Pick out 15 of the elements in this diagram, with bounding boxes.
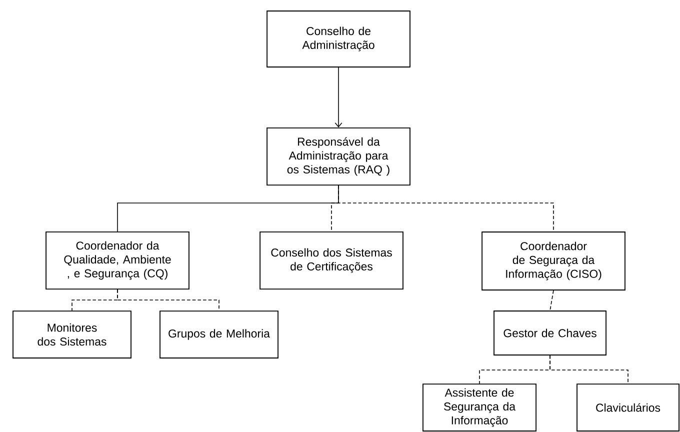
org-box: Conselho de Administração bbox=[266, 10, 410, 68]
org-box: Gestor de Chaves bbox=[494, 310, 606, 356]
org-box: Monitores dos Sistemas bbox=[12, 310, 132, 358]
connector bbox=[550, 290, 554, 311]
org-box: Coordenador da Qualidade, Ambiente , e Segurança (CQ) bbox=[46, 232, 190, 290]
org-box: Responsável da Administração para os Sistemas (RAQ ) bbox=[266, 128, 410, 186]
connector bbox=[334, 67, 342, 128]
connector bbox=[550, 355, 628, 384]
connector bbox=[338, 185, 554, 232]
connector bbox=[117, 289, 220, 311]
org-box: Grupos de Melhoria bbox=[160, 310, 278, 358]
org-box: Assistente de Segurança da Informação bbox=[422, 384, 536, 432]
org-box: Claviculários bbox=[576, 384, 680, 432]
org-box: Conselho dos Sistemas de Certificações bbox=[260, 232, 404, 290]
org-box: Coordenador de Seguraça da Informação (CISO) bbox=[482, 232, 626, 290]
